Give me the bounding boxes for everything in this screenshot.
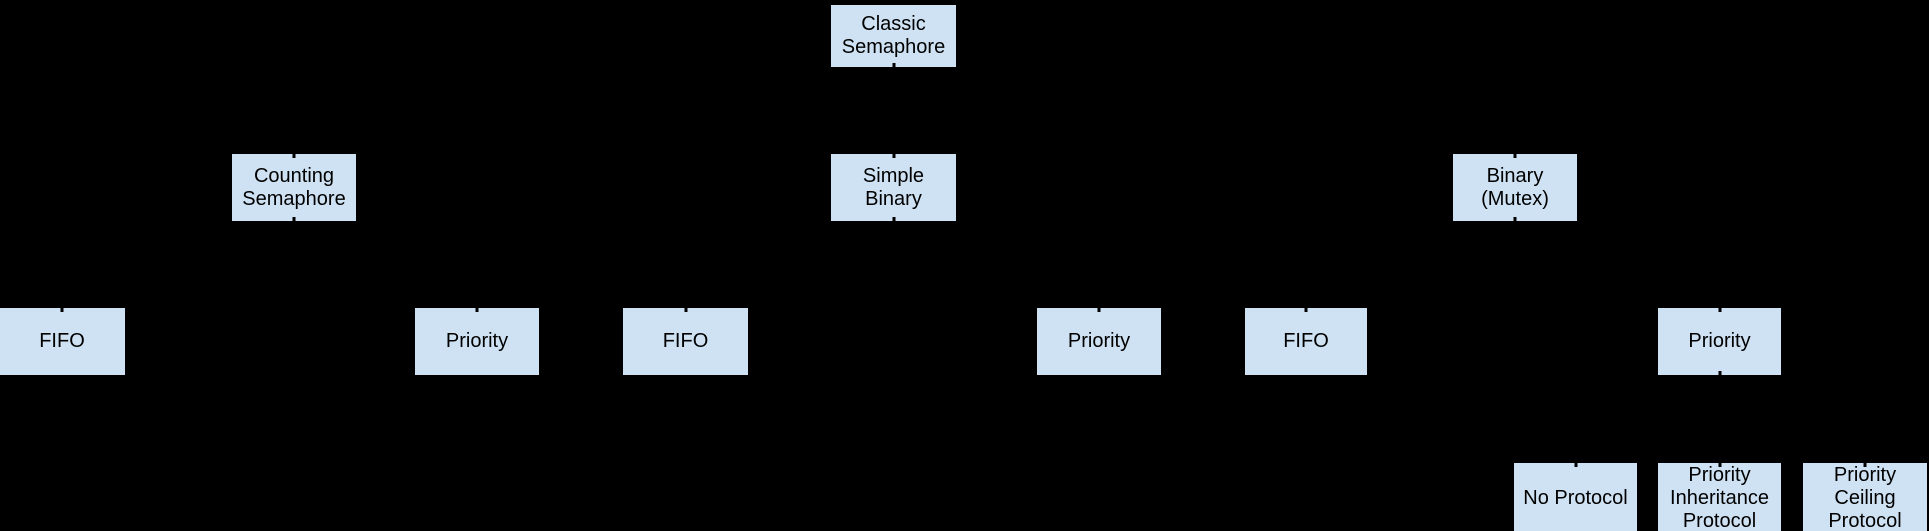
diagram-node-label: Priority — [445, 330, 509, 352]
connector-stub-bottom — [892, 63, 895, 68]
connector-stub-top — [292, 153, 296, 158]
node-priority-simple-binary: Priority — [1036, 307, 1162, 376]
diagram-node-label: FIFO — [1283, 330, 1329, 352]
diagram-node-label: No Protocol — [1523, 486, 1628, 509]
node-classic-semaphore: Classic Semaphore — [830, 4, 957, 68]
connector-stub-bottom — [892, 217, 895, 222]
connector-stub-bottom — [1513, 217, 1517, 222]
diagram-node-label: FIFO — [39, 330, 85, 352]
diagram-node-label: Priority Inheritance Protocol — [1670, 463, 1769, 531]
node-priority-mutex: Priority — [1657, 307, 1782, 376]
connector-stub-top — [1304, 307, 1308, 312]
connector-stub-top — [1574, 462, 1577, 467]
diagram-node-label: Priority — [1688, 330, 1751, 352]
node-priority-counting: Priority — [414, 307, 540, 376]
connector-stub-bottom — [1718, 371, 1721, 376]
node-simple-binary: Simple Binary — [830, 153, 957, 222]
node-fifo-simple-binary: FIFO — [622, 307, 749, 376]
diagram-node-label: Counting Semaphore — [242, 164, 346, 210]
connector-stub-top — [1513, 153, 1517, 158]
diagram-node-label: Classic Semaphore — [841, 13, 946, 58]
node-counting-semaphore: Counting Semaphore — [231, 153, 357, 222]
connector-stub-bottom — [292, 217, 296, 222]
connector-stub-top — [684, 307, 687, 312]
node-binary-mutex: Binary (Mutex) — [1452, 153, 1578, 222]
connector-stub-top — [1718, 307, 1721, 312]
connector-stub-top — [475, 307, 479, 312]
diagram-node-label: Priority — [1067, 330, 1131, 352]
node-priority-inheritance-protocol: Priority Inheritance Protocol — [1657, 462, 1782, 531]
node-fifo-mutex: FIFO — [1244, 307, 1368, 376]
connector-stub-top — [60, 307, 64, 312]
node-priority-ceiling-protocol: Priority Ceiling Protocol — [1802, 462, 1928, 531]
diagram-node-label: Simple Binary — [862, 164, 925, 210]
diagram-node-label: Binary (Mutex) — [1481, 164, 1549, 210]
connector-stub-top — [1863, 462, 1867, 467]
node-fifo-counting: FIFO — [0, 307, 126, 376]
diagram-node-label: FIFO — [662, 330, 709, 352]
diagram-node-label: Priority Ceiling Protocol — [1828, 463, 1902, 531]
connector-stub-top — [1097, 307, 1101, 312]
node-no-protocol: No Protocol — [1513, 462, 1638, 531]
connector-stub-top — [892, 153, 895, 158]
connector-stub-top — [1718, 462, 1721, 467]
